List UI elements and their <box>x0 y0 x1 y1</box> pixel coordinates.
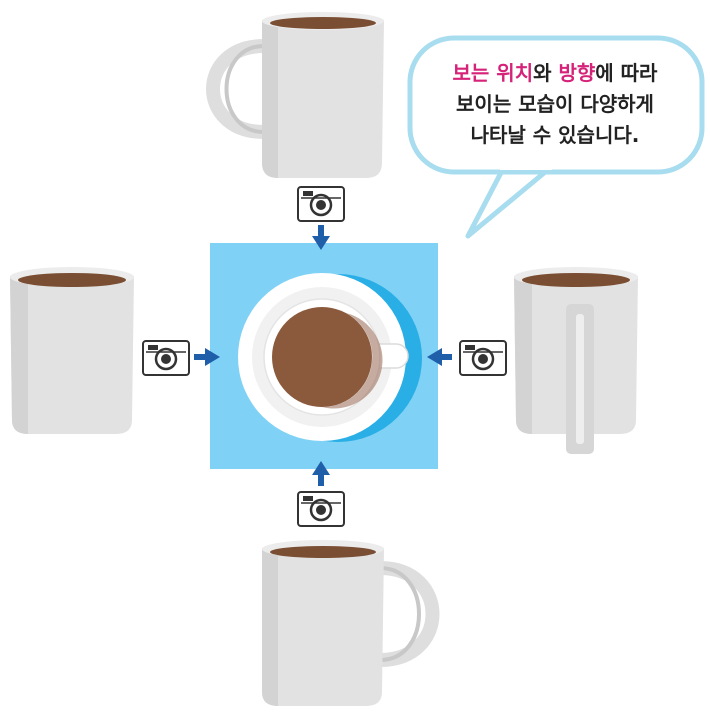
bubble-line-1: 보는 위치와 방향에 따라 <box>420 58 690 89</box>
speech-bubble-text: 보는 위치와 방향에 따라 보이는 모습이 다양하게 나타날 수 있습니다. <box>420 58 690 151</box>
camera-icon-left <box>141 339 191 377</box>
bubble-text-segment: 에 따라 <box>595 61 658 85</box>
arrow-icon-right <box>194 348 220 366</box>
speech-bubble <box>407 35 705 239</box>
right-mug-icon <box>514 267 638 454</box>
camera-icon-bottom <box>296 490 346 528</box>
arrow-icon-down <box>312 225 330 250</box>
bubble-line-2: 보이는 모습이 다양하게 <box>456 92 654 116</box>
bubble-line-3: 나타날 수 있습니다. <box>470 123 640 147</box>
highlight-text: 방향 <box>558 61 596 85</box>
arrow-icon-up <box>312 461 330 486</box>
camera-icon-right <box>458 339 508 377</box>
bubble-text-segment: 와 <box>533 61 559 85</box>
left-mug-icon <box>10 267 134 434</box>
arrow-icon-left <box>427 348 452 366</box>
top-mug-icon <box>206 12 384 178</box>
bottom-mug-icon <box>262 540 440 706</box>
highlight-text: 보는 <box>452 61 497 85</box>
highlight-text: 위치 <box>496 61 534 85</box>
top-view-panel <box>210 243 438 469</box>
camera-icon-top <box>296 185 346 223</box>
